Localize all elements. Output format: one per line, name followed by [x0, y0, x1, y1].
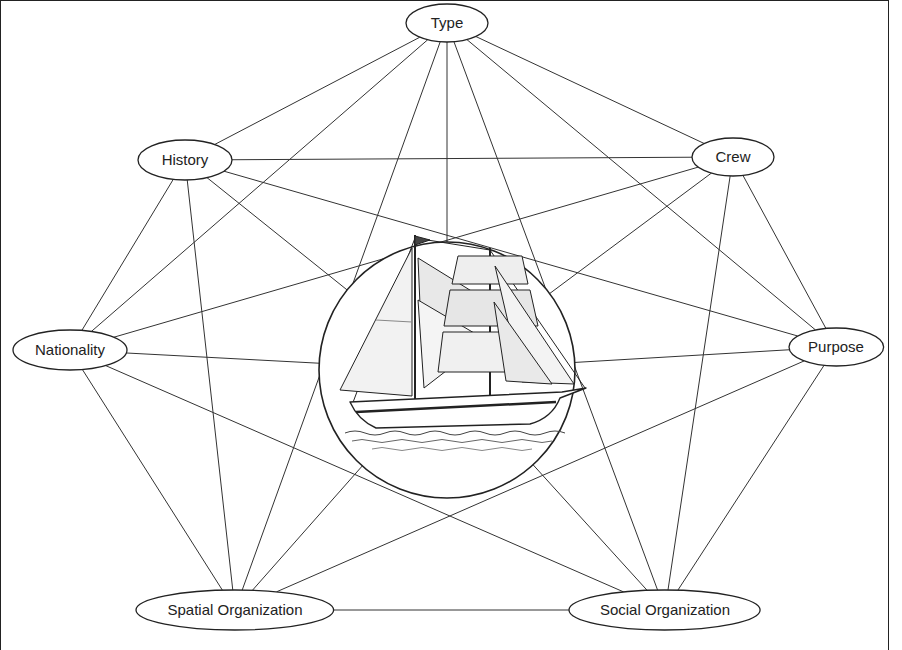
ellipse-shape	[692, 138, 774, 176]
ellipse-node: Spatial Organization	[135, 589, 335, 631]
center-circle	[319, 242, 575, 498]
connector-line	[334, 610, 570, 611]
node-label: Spatial Organization	[167, 601, 302, 619]
connector-line	[476, 37, 704, 144]
ellipse-shape	[136, 590, 334, 630]
node-label: Crew	[715, 148, 750, 166]
connector-line	[215, 37, 420, 144]
ellipse-shape	[13, 330, 127, 370]
connector-line	[187, 180, 233, 590]
node-label: Social Organization	[600, 601, 730, 619]
node-label: Type	[431, 14, 464, 32]
ellipse-node: Purpose	[788, 327, 885, 367]
ellipse-shape	[789, 328, 884, 366]
ellipse-node: Type	[405, 3, 489, 43]
hull	[350, 388, 586, 428]
ellipse-shape	[406, 4, 488, 42]
ellipse-node: Crew	[691, 137, 775, 177]
connector-line	[82, 179, 173, 330]
hull-stripe	[356, 402, 556, 412]
jib-sail	[495, 266, 574, 384]
connector-line	[743, 175, 826, 328]
jib-sail	[494, 302, 552, 384]
connector-line	[232, 157, 692, 160]
sail-seam	[376, 320, 412, 322]
ellipse-node: Social Organization	[568, 589, 761, 631]
ellipse-node: Nationality	[12, 329, 128, 371]
connector-line	[678, 365, 824, 590]
node-label: Purpose	[808, 338, 864, 356]
water-line	[345, 431, 565, 435]
main-sail	[340, 248, 412, 396]
connector-line	[668, 176, 730, 590]
node-label: Nationality	[35, 341, 105, 359]
node-label: History	[162, 151, 209, 169]
square-sail	[452, 256, 528, 284]
ellipse-node: History	[137, 139, 233, 181]
pennant	[415, 236, 430, 245]
connector-line	[82, 370, 222, 591]
water-line	[372, 448, 532, 451]
ellipse-shape	[569, 590, 760, 630]
water-line	[352, 440, 552, 443]
ellipse-shape	[138, 140, 232, 180]
mast	[414, 235, 416, 405]
